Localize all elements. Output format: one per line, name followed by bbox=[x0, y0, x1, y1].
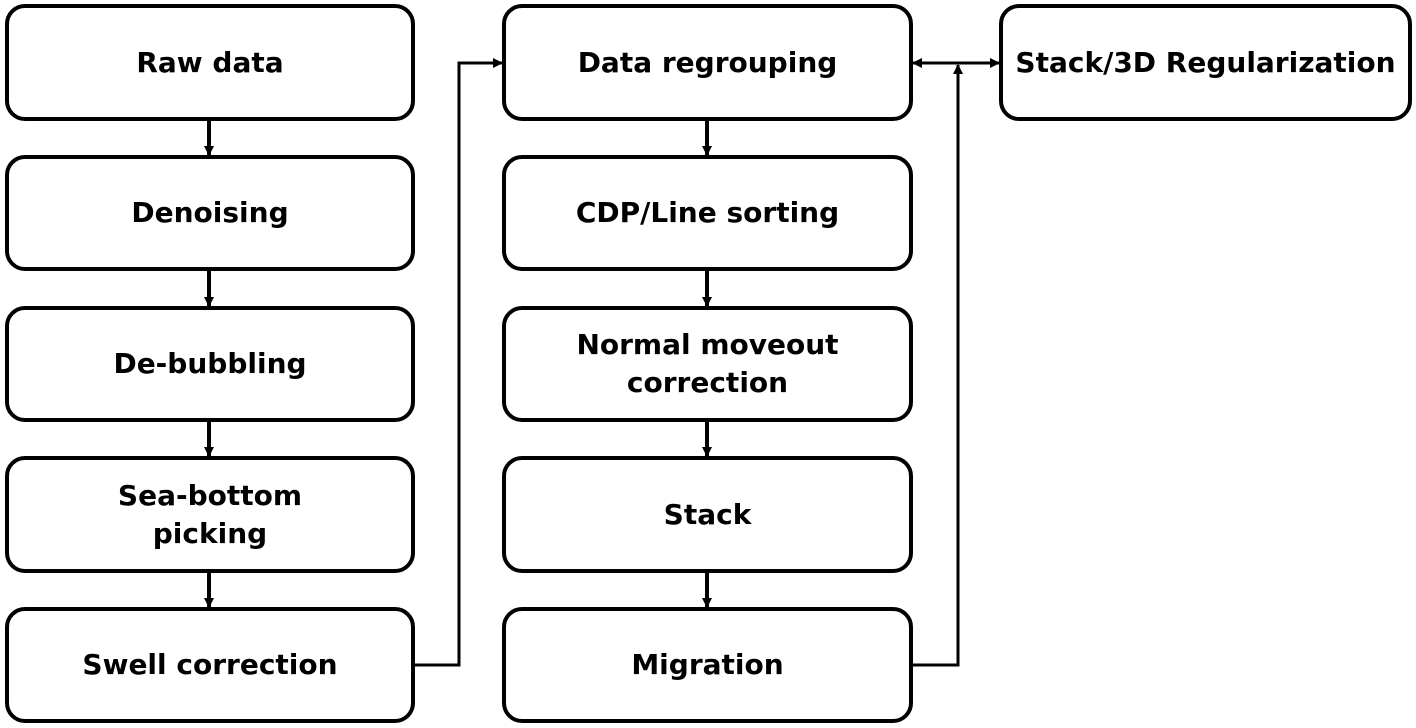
step-denoising: Denoising bbox=[5, 155, 415, 271]
step-swell-correction: Swell correction bbox=[5, 607, 415, 723]
arrow-migration-to-junction bbox=[913, 64, 963, 667]
step-stack-3d-regularization: Stack/3D Regularization bbox=[999, 4, 1412, 121]
step-normal-moveout-correction: Normal moveout correction bbox=[502, 306, 913, 422]
step-data-regrouping: Data regrouping bbox=[502, 4, 913, 121]
step-cdp-line-sorting: CDP/Line sorting bbox=[502, 155, 913, 271]
step-migration: Migration bbox=[502, 607, 913, 723]
step-raw-data: Raw data bbox=[5, 4, 415, 121]
step-sea-bottom-picking: Sea-bottom picking bbox=[5, 456, 415, 573]
step-de-bubbling: De-bubbling bbox=[5, 306, 415, 422]
arrow-swell-to-regrouping bbox=[414, 58, 503, 667]
step-stack: Stack bbox=[502, 456, 913, 573]
